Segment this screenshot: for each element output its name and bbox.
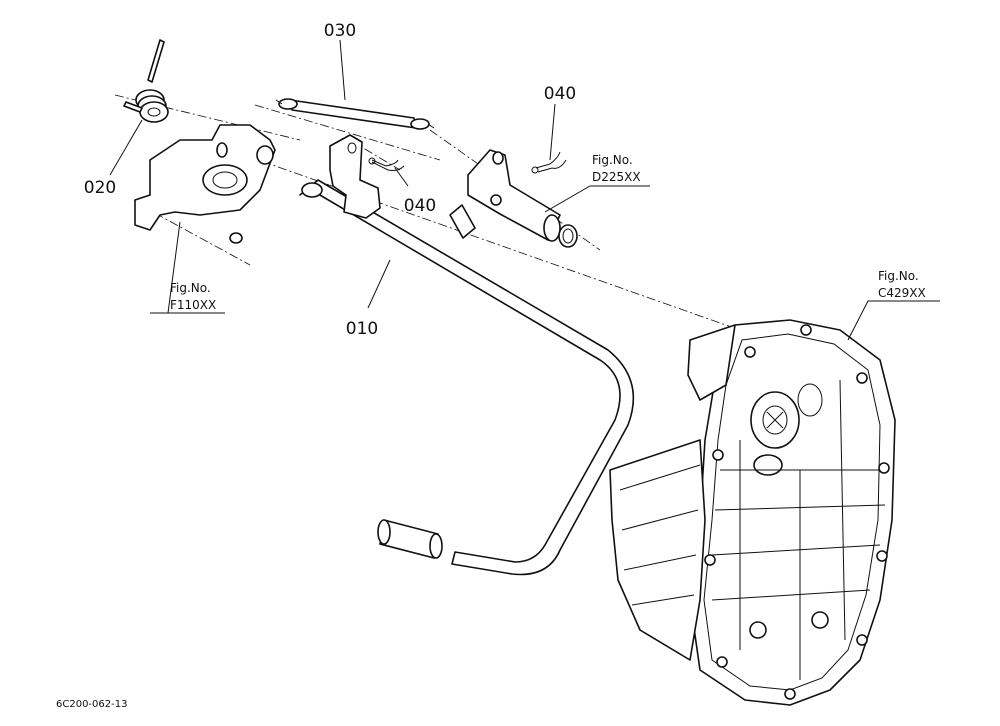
callout-040-lower[interactable]: 040 <box>404 196 436 216</box>
cotter-pin-040-left[interactable] <box>368 157 405 171</box>
figref-c429-prefix: Fig.No. <box>878 269 919 283</box>
figref-c429-code[interactable]: C429XX <box>878 286 926 300</box>
link-rod-030[interactable] <box>275 98 435 130</box>
bracket-plate <box>134 124 276 244</box>
callout-030[interactable]: 030 <box>324 21 356 41</box>
torsion-spring-020[interactable] <box>123 39 169 123</box>
leader-lines <box>109 39 940 341</box>
cotter-pin-040-right[interactable] <box>531 151 567 174</box>
callout-040-upper[interactable]: 040 <box>544 84 576 104</box>
figref-d225-code[interactable]: D225XX <box>592 170 641 184</box>
figref-f110-prefix: Fig.No. <box>170 281 211 295</box>
callout-020[interactable]: 020 <box>84 178 116 198</box>
callout-010[interactable]: 010 <box>346 319 378 339</box>
figref-f110-code[interactable]: F110XX <box>170 298 216 312</box>
figref-d225-prefix: Fig.No. <box>592 153 633 167</box>
lever-shaft-assembly <box>449 149 578 248</box>
drawing-id: 6C200-062-13 <box>56 699 127 710</box>
transmission-case <box>609 319 896 706</box>
shift-rod-010[interactable] <box>299 134 635 576</box>
